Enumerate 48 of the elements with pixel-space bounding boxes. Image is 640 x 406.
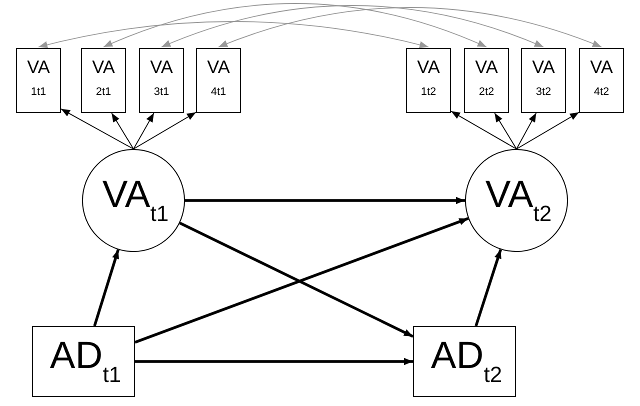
indicator-index: 4t1 <box>210 87 226 98</box>
indicator-index: 3t1 <box>154 87 170 98</box>
indicator-box <box>16 48 61 113</box>
arrow <box>179 222 414 338</box>
indicator-name: VA <box>27 58 50 76</box>
arrow <box>133 112 196 150</box>
covariance-arc <box>161 5 544 48</box>
indicator-index: 2t2 <box>478 87 494 98</box>
arrow <box>135 358 413 366</box>
indicator-box <box>521 48 566 113</box>
observed-box <box>413 326 516 397</box>
variable-label: VA$_{t2}$ <box>485 176 552 225</box>
variable-label: AD$_{t1}$ <box>50 337 122 386</box>
indicator-name: VA <box>92 58 115 76</box>
arrow <box>134 217 469 344</box>
indicator-box <box>139 48 184 113</box>
indicator-index: 4t2 <box>594 87 610 98</box>
indicator-name: VA <box>475 58 498 76</box>
indicator-index: 1t2 <box>420 87 436 98</box>
indicator-index: 3t2 <box>536 87 552 98</box>
indicator-box <box>81 48 126 113</box>
arrow <box>516 112 580 150</box>
indicator-index: 1t1 <box>30 87 46 98</box>
indicator-name: VA <box>207 58 230 76</box>
arrow <box>494 112 517 150</box>
covariance-arc <box>218 7 602 48</box>
arrow <box>474 249 502 326</box>
indicator-name: VA <box>590 58 613 76</box>
arrow <box>93 249 120 326</box>
arrow <box>450 110 517 150</box>
variable-label: VA$_{t1}$ <box>102 176 169 225</box>
indicator-box <box>196 48 241 113</box>
arrow <box>60 108 134 150</box>
indicator-box <box>579 48 624 113</box>
observed-box <box>32 326 135 397</box>
arrow <box>111 112 134 150</box>
arrow <box>133 112 154 150</box>
covariance-arc <box>103 3 487 48</box>
arrow <box>516 112 537 150</box>
variable-label: AD$_{t2}$ <box>430 337 502 386</box>
indicator-box <box>406 48 451 113</box>
arrow <box>185 196 465 204</box>
indicator-box <box>464 48 509 113</box>
indicator-name: VA <box>532 58 555 76</box>
indicator-name: VA <box>150 58 173 76</box>
indicator-name: VA <box>417 58 440 76</box>
indicator-index: 2t1 <box>96 87 112 98</box>
covariance-arc <box>38 21 429 48</box>
